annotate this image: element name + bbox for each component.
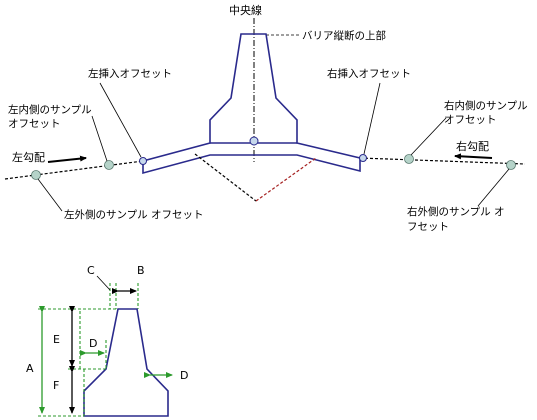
left-outer-label: 左外側のサンプル オフセット xyxy=(64,208,204,221)
right-slope-arrow xyxy=(454,153,493,160)
left-inner-label-2: オフセット xyxy=(8,118,61,130)
left-outer-leader xyxy=(37,178,63,212)
left-insert-label: 左挿入オフセット xyxy=(88,67,172,80)
right-outer-label-2: フセット xyxy=(407,221,449,233)
left-inner-sample-point xyxy=(104,160,114,170)
barrier-top-label: バリア縦断の上部 xyxy=(302,29,386,42)
right-insert-leader xyxy=(363,82,381,155)
dim-e-label: E xyxy=(53,333,60,346)
right-slope-label: 右勾配 xyxy=(456,139,489,153)
right-insert-label: 右挿入オフセット xyxy=(327,67,411,80)
dim-d-inner-label: D xyxy=(89,337,97,350)
barrier-profile xyxy=(142,33,361,175)
left-ground-slope xyxy=(4,160,144,180)
right-inner-leader xyxy=(410,117,447,156)
centerline-label: 中央線 xyxy=(229,3,262,17)
dim-c-leader xyxy=(96,275,111,291)
left-inner-label-1: 左内側のサンプル xyxy=(8,103,92,116)
left-insert-leader xyxy=(99,82,142,158)
right-inner-label-1: 右内側のサンプル xyxy=(444,99,528,112)
left-insert-point xyxy=(139,157,147,165)
left-cut-line xyxy=(194,153,257,202)
dim-c-label: C xyxy=(87,264,95,277)
dim-b-label: B xyxy=(137,264,145,277)
dim-a-label: A xyxy=(26,362,34,375)
left-outer-sample-point xyxy=(31,170,41,180)
dim-f-label: F xyxy=(53,379,59,392)
center-point xyxy=(249,136,259,146)
left-slope-label: 左勾配 xyxy=(12,151,45,164)
right-outer-label-1: 右外側のサンプル オ xyxy=(407,205,505,218)
right-outer-sample-point xyxy=(506,160,516,170)
left-inner-leader xyxy=(91,115,108,162)
right-insert-point xyxy=(359,154,367,162)
right-inner-sample-point xyxy=(404,154,414,164)
right-cut-line xyxy=(255,157,317,202)
right-ground-slope xyxy=(359,157,526,165)
dim-d-outer-label: D xyxy=(180,369,188,382)
barrier-section xyxy=(83,308,169,417)
right-inner-label-2: オフセット xyxy=(444,114,497,126)
left-slope-arrow xyxy=(47,155,87,163)
right-outer-leader xyxy=(477,168,510,207)
